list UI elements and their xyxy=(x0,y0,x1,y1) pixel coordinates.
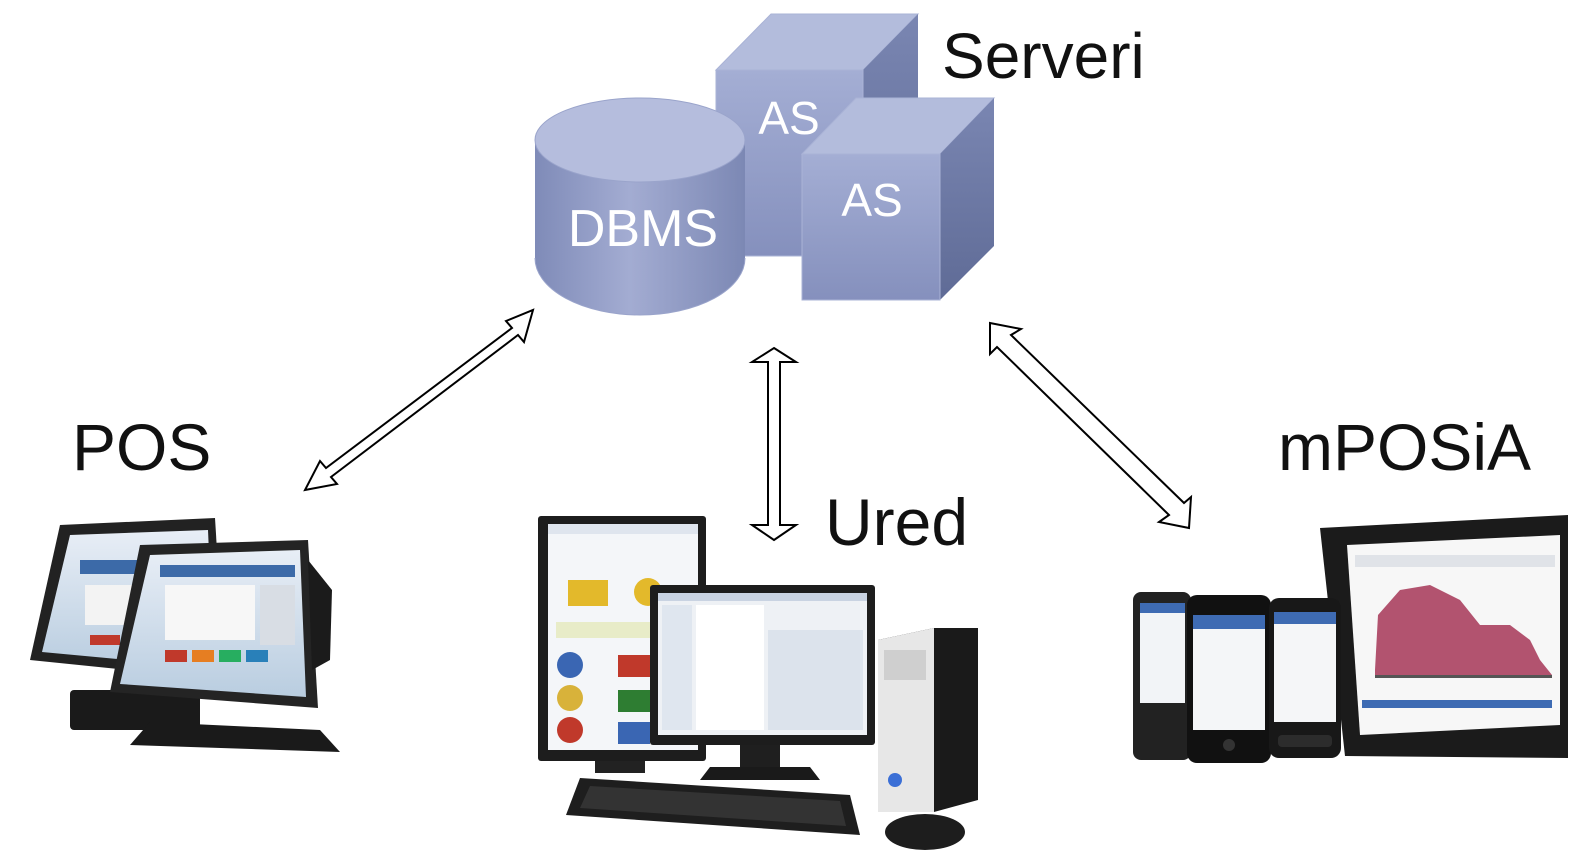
database-label: DBMS xyxy=(568,200,718,258)
office-label: Ured xyxy=(825,485,968,559)
pos-label: POS xyxy=(72,410,211,484)
office-server-arrow xyxy=(748,346,800,542)
mobile-server-arrow xyxy=(989,321,1193,530)
office-computer-image xyxy=(538,516,978,850)
app-server-front-label: AS xyxy=(841,174,902,226)
connection-arrows xyxy=(303,308,1193,542)
database-cylinder: DBMS xyxy=(534,97,746,316)
pos-server-arrow xyxy=(303,308,535,492)
servers-group: AS DBMS AS Serveri xyxy=(534,13,1145,316)
mobile-label: mPOSiA xyxy=(1278,410,1531,484)
mobile-devices-image xyxy=(1133,515,1568,763)
servers-label: Serveri xyxy=(942,20,1145,92)
pos-terminals-image xyxy=(30,518,340,752)
app-server-front-cube: AS xyxy=(800,97,996,301)
app-server-back-label: AS xyxy=(758,92,819,144)
